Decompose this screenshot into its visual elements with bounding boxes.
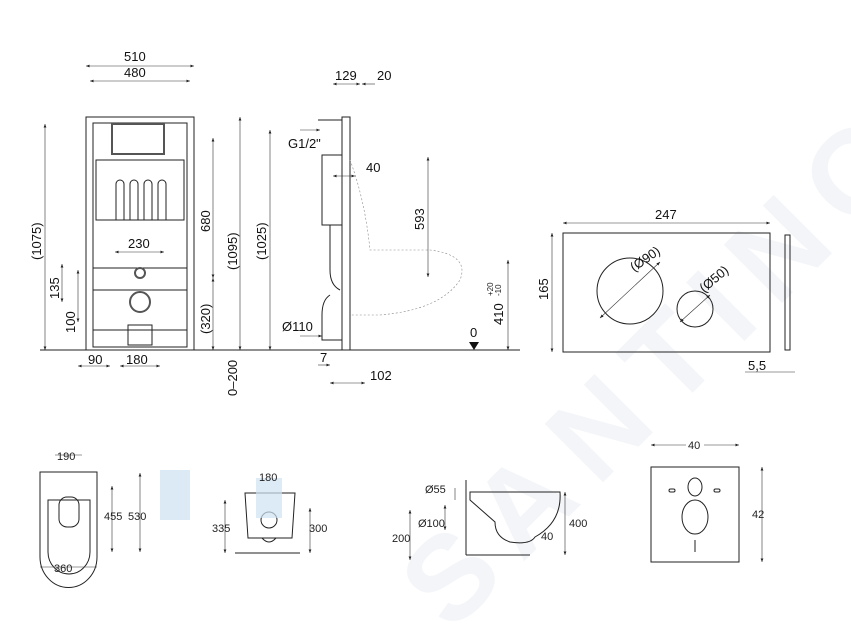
dim-480: 480 bbox=[124, 65, 146, 80]
dim-129: 129 bbox=[335, 68, 357, 83]
tol-plus: +20 bbox=[486, 282, 495, 296]
dim-247: 247 bbox=[655, 207, 677, 222]
dim-180: 180 bbox=[126, 352, 148, 367]
bowl-top-view bbox=[39, 471, 98, 588]
dim-20: 20 bbox=[377, 68, 391, 83]
dim-d90: (Ø90) bbox=[627, 243, 663, 274]
dim-335: 335 bbox=[212, 523, 230, 535]
dim-90: 90 bbox=[88, 352, 102, 367]
flush-plate bbox=[562, 232, 791, 353]
dim-40-side: 40 bbox=[541, 531, 553, 543]
dim-5-5: 5,5 bbox=[748, 358, 766, 373]
dim-135: 135 bbox=[47, 277, 62, 299]
dim-230: 230 bbox=[128, 236, 150, 251]
dim-pad-40: 40 bbox=[688, 440, 700, 452]
bowl-side-view bbox=[465, 480, 561, 556]
dim-180-front: 180 bbox=[259, 472, 277, 484]
dim-110: Ø110 bbox=[282, 319, 313, 334]
zero-label: 0 bbox=[470, 325, 477, 340]
g12-label: G1/2" bbox=[288, 136, 321, 151]
dim-1075: (1075) bbox=[29, 222, 44, 260]
tol-minus: -10 bbox=[494, 284, 503, 296]
dim-400: 400 bbox=[569, 518, 587, 530]
dim-593: 593 bbox=[412, 208, 427, 230]
front-view-frame bbox=[85, 116, 195, 351]
dim-1025: (1025) bbox=[254, 222, 269, 260]
dim-360: 360 bbox=[54, 563, 72, 575]
dim-40: 40 bbox=[366, 160, 380, 175]
dim-165: 165 bbox=[536, 278, 551, 300]
dim-7: 7 bbox=[320, 350, 327, 365]
sound-pad bbox=[650, 466, 740, 563]
dim-410: 410 bbox=[491, 303, 506, 325]
watermark: SANTINO bbox=[375, 77, 851, 630]
dim-102: 102 bbox=[370, 368, 392, 383]
bowl-front-view bbox=[160, 470, 300, 554]
dim-d55: Ø55 bbox=[425, 484, 446, 496]
dim-680: 680 bbox=[198, 210, 213, 232]
dim-200: 200 bbox=[392, 533, 410, 545]
side-view-frame bbox=[318, 116, 463, 351]
dim-d100: Ø100 bbox=[418, 518, 445, 530]
dim-530: 530 bbox=[128, 511, 146, 523]
dim-300: 300 bbox=[309, 523, 327, 535]
dim-0-200: 0–200 bbox=[225, 360, 240, 396]
zero-level-marker-icon bbox=[469, 342, 479, 350]
dim-190: 190 bbox=[57, 451, 75, 463]
dim-510: 510 bbox=[124, 49, 146, 64]
dim-pad-42: 42 bbox=[752, 509, 764, 521]
dim-455: 455 bbox=[104, 511, 122, 523]
dim-100: 100 bbox=[63, 311, 78, 333]
dim-1095: (1095) bbox=[225, 232, 240, 270]
dim-320: (320) bbox=[198, 304, 213, 334]
